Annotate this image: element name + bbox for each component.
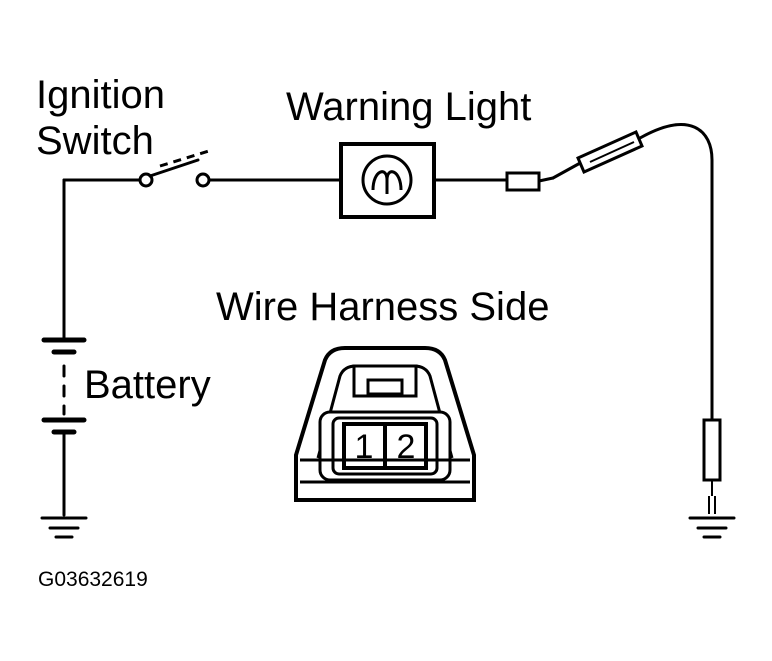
ignition-switch-label-line2: Switch: [36, 119, 154, 163]
test-lead-probe: [551, 130, 644, 180]
pin-2-label: 2: [397, 428, 416, 466]
right-lead-wire: [638, 123, 714, 422]
battery-symbol: [41, 337, 87, 435]
battery-label: Battery: [84, 363, 211, 407]
ignition-switch-label-line1: Ignition: [36, 73, 165, 117]
warning-light-bulb: [339, 142, 436, 219]
ground-symbol-right: [688, 516, 736, 539]
ground-symbol-left: [40, 516, 88, 539]
harness-connector: [294, 346, 476, 502]
warning-light-label: Warning Light: [286, 85, 531, 129]
pin-1-label: 1: [355, 428, 374, 466]
ground-probe: [702, 418, 722, 514]
figure-id: G03632619: [38, 568, 148, 591]
wire-harness-side-label: Wire Harness Side: [216, 285, 549, 329]
connector-terminal: [505, 171, 555, 192]
